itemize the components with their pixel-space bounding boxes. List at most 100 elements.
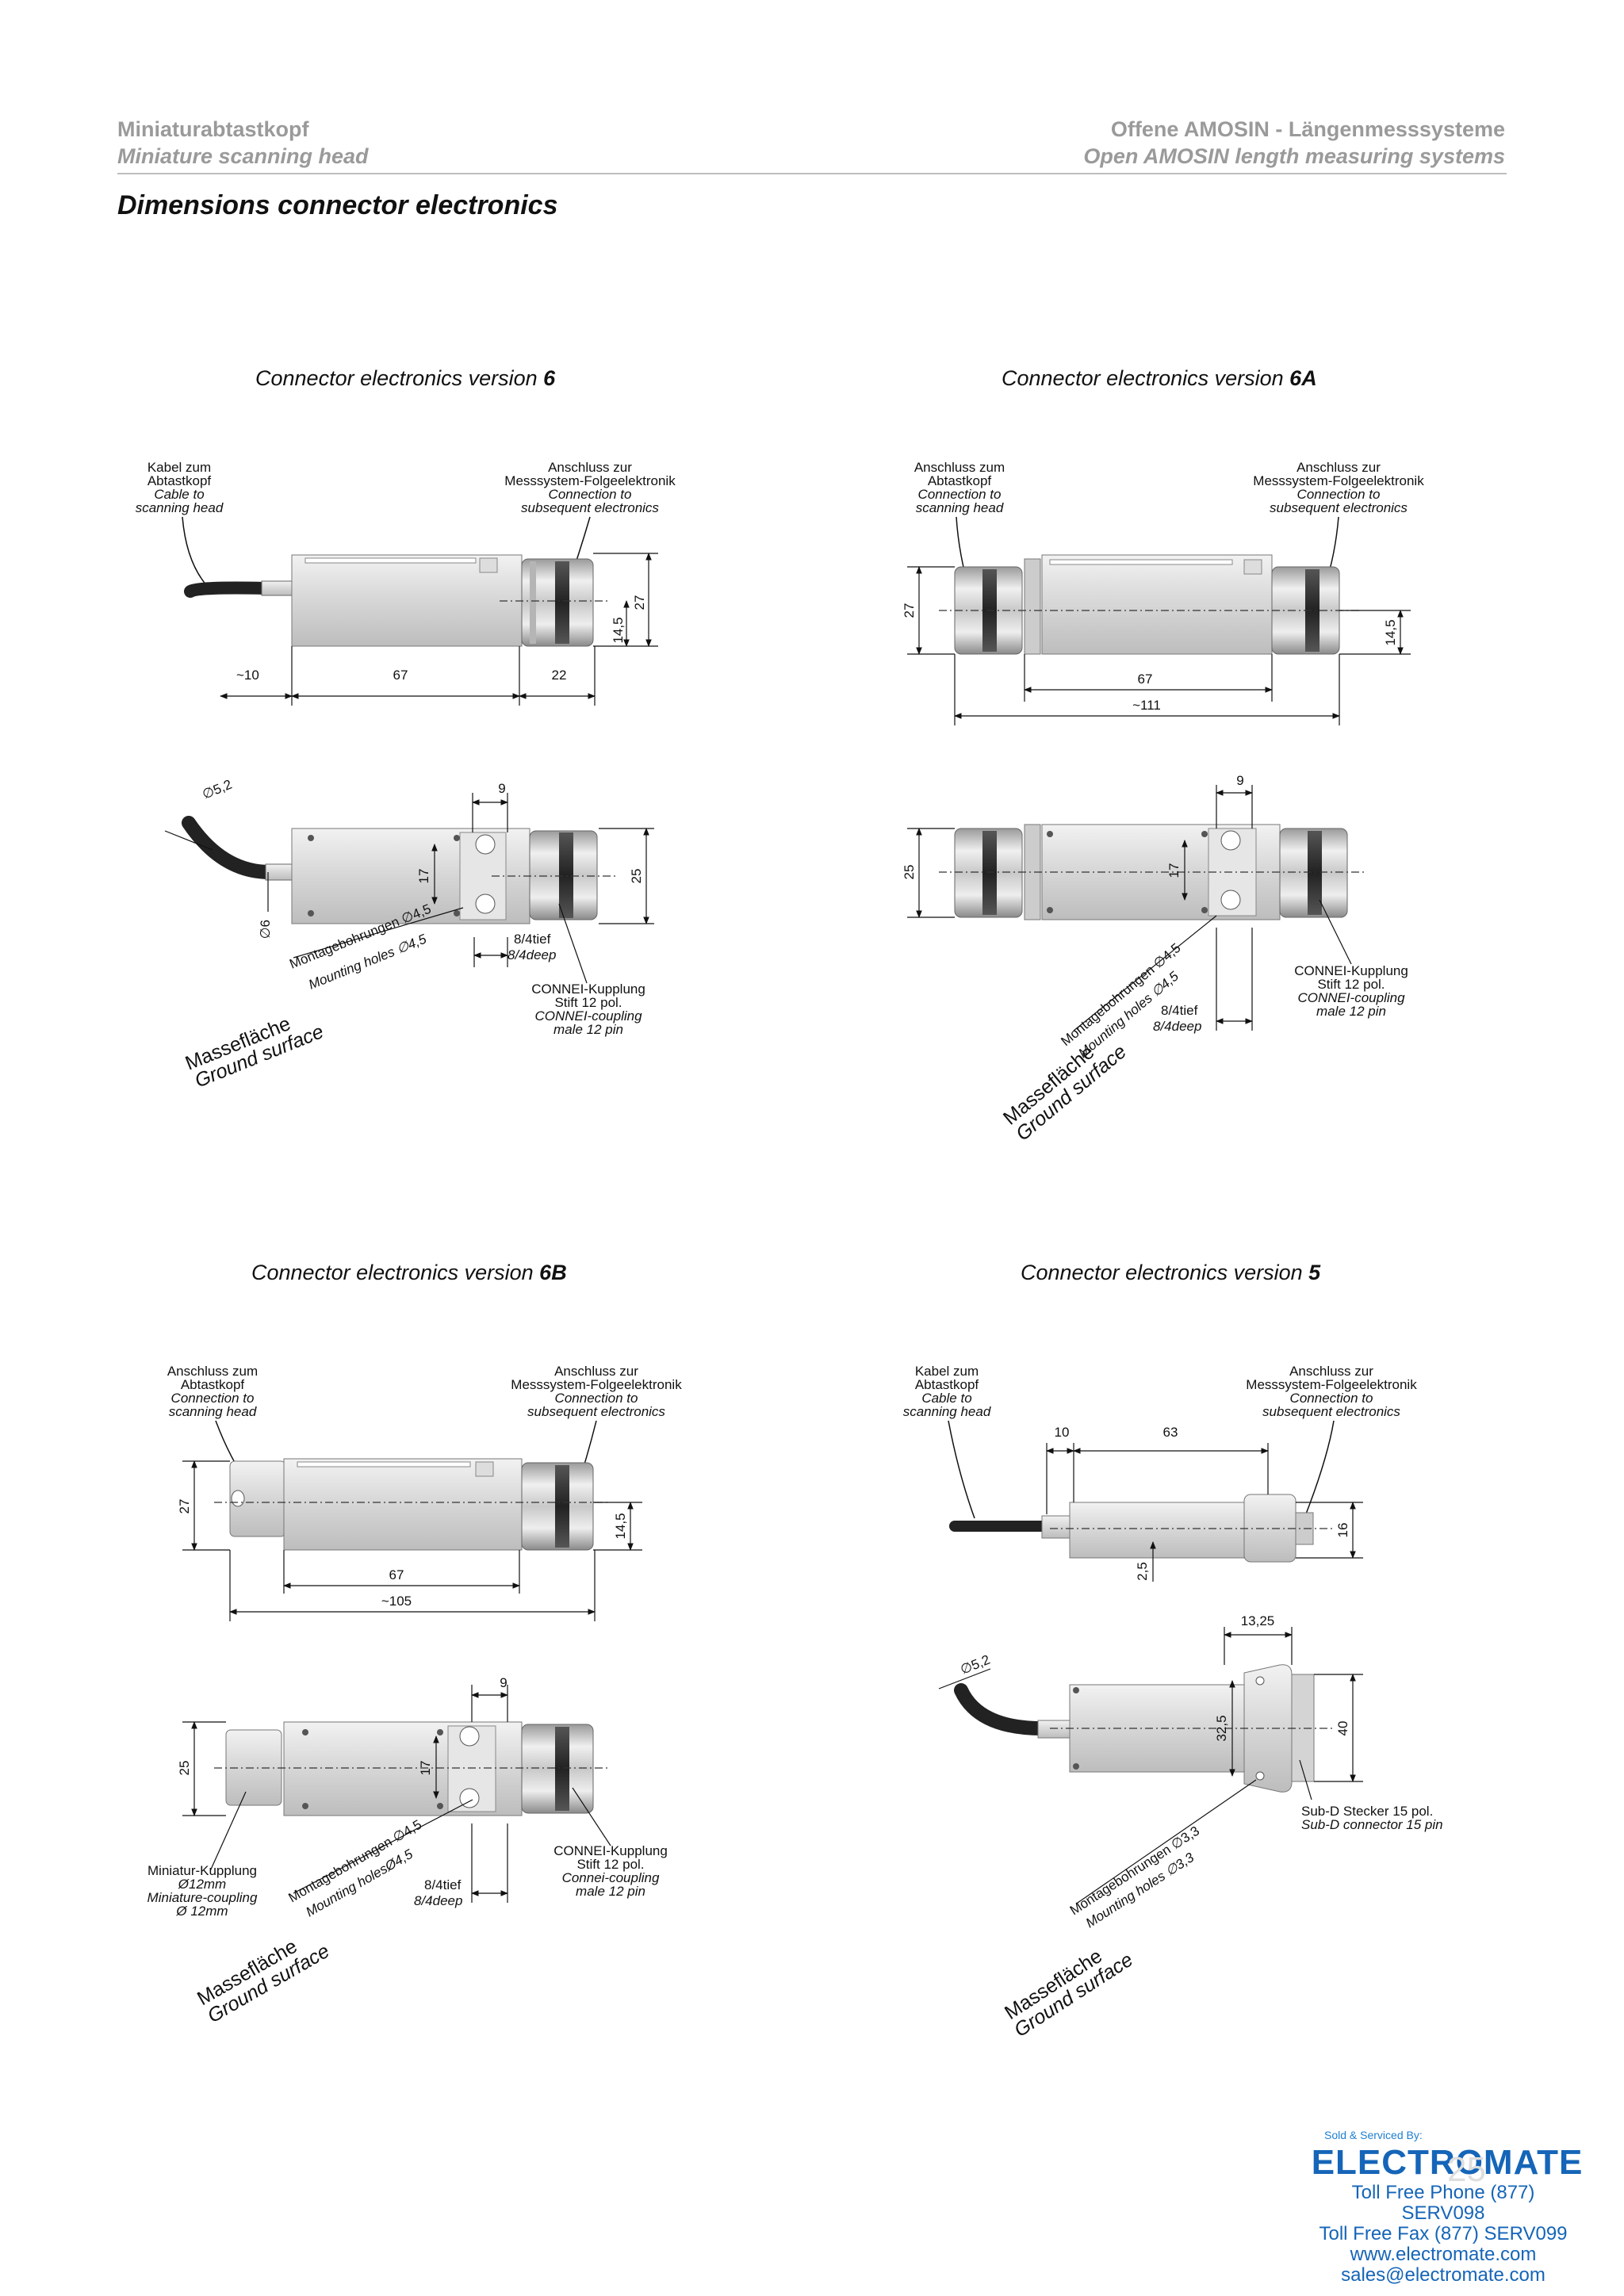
dim-10: ~10: [236, 668, 259, 683]
depth-en: 8/4deep: [508, 947, 556, 962]
svg-text:Stift 12 pol.: Stift 12 pol.: [554, 995, 622, 1010]
dim-105: ~105: [381, 1594, 412, 1609]
v6-dims-top: [220, 553, 658, 706]
drawing-v6a: Anschluss zum Abtastkopf Connection to s…: [902, 460, 1424, 1146]
svg-text:Messsystem-Folgeelektronik: Messsystem-Folgeelektronik: [511, 1377, 682, 1392]
svg-text:Stift 12 pol.: Stift 12 pol.: [1317, 977, 1385, 992]
header-right-de: Offene AMOSIN - Längenmesssysteme: [1110, 117, 1505, 141]
dim-14-5: 14,5: [611, 617, 626, 643]
dim-67: 67: [1138, 672, 1153, 687]
v5-cable-label: Kabel zum Abtastkopf Cable to scanning h…: [903, 1364, 991, 1419]
dim-32-5: 32,5: [1214, 1715, 1229, 1741]
svg-text:scanning head: scanning head: [903, 1404, 991, 1419]
section-title-v5: Connector electronics version 5: [1021, 1261, 1321, 1284]
svg-text:subsequent electronics: subsequent electronics: [1270, 500, 1408, 515]
svg-text:Ø12mm: Ø12mm: [178, 1877, 226, 1892]
svg-text:Kabel zum: Kabel zum: [147, 460, 211, 475]
header-rule: [117, 173, 1507, 174]
v6-dims-bottom: [164, 793, 654, 967]
v6a-dims-top: [907, 566, 1411, 725]
dim-9: 9: [498, 781, 505, 796]
brand-logo: ELECTROMATE: [1312, 2143, 1583, 2183]
dim-10: 10: [1055, 1425, 1070, 1440]
depth-de: 8/4tief: [1161, 1003, 1198, 1018]
v6b-coupling-label: CONNEI-Kupplung Stift 12 pol. Connei-cou…: [553, 1787, 668, 1899]
svg-text:Connection to: Connection to: [171, 1391, 255, 1406]
svg-text:scanning head: scanning head: [916, 500, 1004, 515]
dim-16: 16: [1335, 1523, 1350, 1538]
footer-electromate: Sold & Serviced By: ELECTROMATE Toll Fre…: [1312, 2129, 1583, 2286]
dim-40: 40: [1335, 1721, 1350, 1736]
svg-text:Connection to: Connection to: [918, 487, 1002, 502]
svg-text:Miniatur-Kupplung: Miniatur-Kupplung: [147, 1863, 257, 1878]
brand-name: ELECTROMATE: [1311, 2143, 1584, 2182]
dim-17: 17: [416, 869, 431, 884]
svg-text:Connection to: Connection to: [555, 1391, 638, 1406]
dim-67: 67: [389, 1567, 404, 1582]
depth-en: 8/4deep: [414, 1893, 462, 1908]
svg-text:Abtastkopf: Abtastkopf: [928, 473, 992, 488]
v5-dims-bottom: [938, 1627, 1363, 1800]
svg-text:Anschluss zur: Anschluss zur: [548, 460, 632, 475]
svg-text:Ø 12mm: Ø 12mm: [175, 1904, 228, 1919]
dim-9: 9: [1236, 773, 1243, 788]
v6a-dims-bottom: [907, 785, 1253, 1031]
svg-text:CONNEI-Kupplung: CONNEI-Kupplung: [531, 982, 645, 997]
dim-25: 25: [629, 869, 644, 884]
dim-dia-5-2: ∅5,2: [958, 1652, 992, 1678]
v5-bottom-view: [954, 1664, 1335, 1793]
dim-17: 17: [1166, 863, 1182, 878]
header-right-en: Open AMOSIN length measuring systems: [1083, 144, 1505, 168]
v6b-top-view: [214, 1458, 611, 1551]
svg-text:CONNEI-Kupplung: CONNEI-Kupplung: [1294, 963, 1408, 978]
page-title: Dimensions connector electronics: [117, 190, 558, 220]
dim-dia-6: ∅6: [258, 920, 273, 939]
v6a-connection-label: Anschluss zur Messsystem-Folgeelektronik…: [1253, 460, 1424, 515]
dim-22: 22: [552, 668, 567, 683]
page-number: 25: [1447, 2150, 1486, 2189]
section-title-v6: Connector electronics version 6: [255, 366, 556, 390]
svg-text:Stift 12 pol.: Stift 12 pol.: [576, 1857, 644, 1872]
dim-27: 27: [902, 603, 917, 618]
v5-connection-label: Anschluss zur Messsystem-Folgeelektronik…: [1246, 1364, 1417, 1419]
v5-top-view: [949, 1494, 1335, 1563]
v6b-mini-coupling-label: Miniatur-Kupplung Ø12mm Miniature-coupli…: [147, 1863, 258, 1919]
dim-9: 9: [500, 1675, 507, 1690]
website-link[interactable]: www.electromate.com: [1350, 2244, 1537, 2265]
depth-en: 8/4deep: [1153, 1019, 1201, 1034]
v6a-top-view: [939, 554, 1359, 655]
v6b-bottom-view: [214, 1721, 611, 1816]
v6-mount-labels: Montagebohrungen ∅4,5 Mounting holes ∅4,…: [182, 901, 464, 1093]
v6b-connection-label: Anschluss zur Messsystem-Folgeelektronik…: [511, 1364, 682, 1419]
email-link[interactable]: sales@electromate.com: [1341, 2264, 1545, 2286]
v6b-mount-labels: Montagebohrungen ∅4,5 Mounting holesØ4,5…: [193, 1799, 473, 2027]
v6a-coupling-label: CONNEI-Kupplung Stift 12 pol. CONNEI-cou…: [1294, 899, 1408, 1019]
v5-subd-label: Sub-D Stecker 15 pol. Sub-D connector 15…: [1301, 1804, 1443, 1832]
drawing-v5: Kabel zum Abtastkopf Cable to scanning h…: [903, 1364, 1443, 2042]
svg-text:Kabel zum: Kabel zum: [915, 1364, 979, 1379]
svg-text:Cable to: Cable to: [154, 487, 204, 502]
connection-label: Anschluss zur Messsystem-Folgeelektronik…: [504, 460, 676, 515]
drawing-v6b: Anschluss zum Abtastkopf Connection to s…: [147, 1364, 683, 2027]
svg-text:Anschluss zum: Anschluss zum: [167, 1364, 258, 1379]
svg-text:CONNEI-Kupplung: CONNEI-Kupplung: [553, 1843, 668, 1858]
dim-111: ~111: [1132, 698, 1161, 713]
svg-text:scanning head: scanning head: [136, 500, 224, 515]
v6b-dims-bottom: [182, 1685, 508, 1903]
svg-text:Sub-D connector 15 pin: Sub-D connector 15 pin: [1301, 1817, 1443, 1832]
svg-text:Connei-coupling: Connei-coupling: [562, 1870, 660, 1885]
dim-14-5: 14,5: [613, 1513, 628, 1539]
header-left-de: Miniaturabtastkopf: [117, 117, 309, 141]
svg-text:scanning head: scanning head: [169, 1404, 257, 1419]
header-left: Miniaturabtastkopf Miniature scanning he…: [117, 116, 369, 170]
v6-bottom-view: [182, 816, 619, 924]
svg-text:Sub-D Stecker 15 pol.: Sub-D Stecker 15 pol.: [1301, 1804, 1433, 1819]
header-left-en: Miniature scanning head: [117, 144, 369, 168]
svg-text:Connection to: Connection to: [1290, 1391, 1373, 1406]
depth-de: 8/4tief: [424, 1877, 462, 1892]
svg-text:subsequent electronics: subsequent electronics: [1262, 1404, 1400, 1419]
svg-text:male 12 pin: male 12 pin: [576, 1884, 645, 1899]
v6-coupling-label: CONNEI-Kupplung Stift 12 pol. CONNEI-cou…: [531, 903, 645, 1037]
svg-text:Connection to: Connection to: [549, 487, 632, 502]
cable-label: Kabel zum Abtastkopf Cable to scanning h…: [136, 460, 224, 515]
